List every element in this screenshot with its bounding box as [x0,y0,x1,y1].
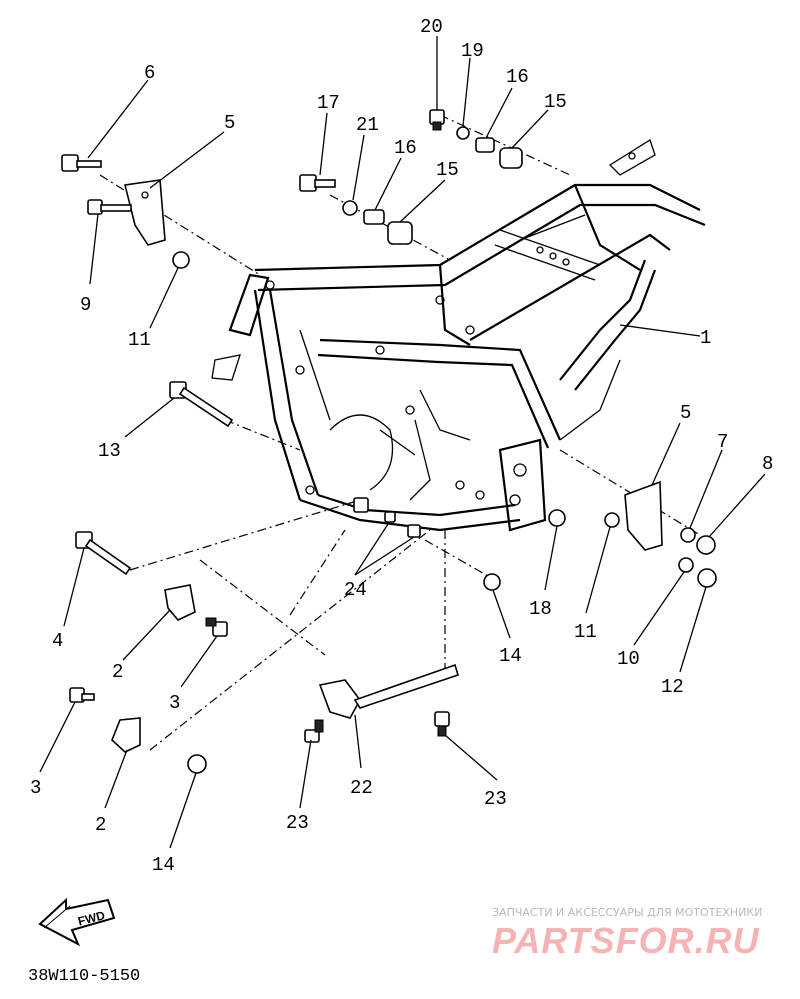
callout-13: 13 [98,440,121,462]
part-18-nut [548,509,566,527]
callout-7: 7 [717,431,728,453]
callout-14: 14 [499,645,522,667]
part-24-bolts [353,497,421,538]
callout-15-lower: 15 [436,159,459,181]
motorcycle-frame [211,139,706,532]
diagram-code: 38W110-5150 [28,967,140,986]
callout-19: 19 [461,40,484,62]
part-15-bushing-lower [387,221,413,245]
callout-9: 9 [80,294,91,316]
part-2-bracket-lower [111,717,141,753]
part-20-bolt [429,109,445,131]
part-16-collar-lower [363,209,385,225]
part-16-collar [475,137,495,153]
callout-23-left: 23 [286,812,309,834]
callout-16-lower: 16 [394,137,417,159]
callout-2-lower: 2 [95,814,106,836]
part-3-bolt [205,617,228,637]
part-14-nut-right [483,573,501,591]
fwd-arrow-icon: FWD [38,897,116,947]
part-15-bushing [499,147,523,169]
part-8-nut [696,535,716,555]
callout-14-lower: 14 [152,854,175,876]
part-3-bolt-lower [69,687,95,703]
part-13-long-bolt [169,381,234,428]
callout-24: 24 [344,579,367,601]
part-11-nut [172,251,190,269]
callout-6: 6 [144,62,155,84]
callout-17: 17 [317,92,340,114]
watermark: ЗАПЧАСТИ И АКСЕССУАРЫ ДЛЯ МОТОТЕХНИКИ PA… [492,906,762,961]
callout-18: 18 [529,598,552,620]
callout-2: 2 [112,661,123,683]
part-12-nut [697,568,717,588]
fwd-label: FWD [77,908,107,928]
part-6-bolt [61,154,102,172]
callout-8: 8 [762,453,773,475]
callout-12: 12 [661,676,684,698]
callout-labels: 20 19 16 15 17 21 16 15 6 5 9 11 1 13 5 … [30,16,773,876]
callout-22: 22 [350,777,373,799]
callout-11-right: 11 [574,621,597,643]
callout-3: 3 [169,692,180,714]
callout-16: 16 [506,66,529,88]
part-4-bolt [75,531,132,576]
callout-4: 4 [52,630,63,652]
part-11-washer [604,512,620,528]
assembly-lines [99,114,701,751]
part-19-washer [456,126,470,140]
parts [61,109,717,774]
callout-3-lower: 3 [30,777,41,799]
part-10-washer [678,557,694,573]
part-23-screw-left [304,719,324,743]
watermark-tagline: ЗАПЧАСТИ И АКСЕССУАРЫ ДЛЯ МОТОТЕХНИКИ [492,906,762,919]
part-7-washer [680,527,696,543]
callout-1: 1 [700,327,711,349]
part-22-plate [318,663,459,719]
callout-15: 15 [544,91,567,113]
part-9-bolt [87,199,132,215]
part-23-screw-right [434,711,450,737]
callout-21: 21 [356,114,379,136]
part-21-washer [342,200,358,216]
part-14-nut [187,754,207,774]
watermark-brand: PARTSFOR.RU [492,920,760,961]
callout-20: 20 [420,16,443,38]
callout-leaders [39,36,766,849]
callout-5-right: 5 [680,402,691,424]
callout-5: 5 [224,112,235,134]
callout-23-right: 23 [484,788,507,810]
part-17-bolt [299,174,336,192]
part-5-bracket [124,179,166,246]
part-5-bracket-right [624,480,663,551]
callout-11: 11 [128,329,151,351]
callout-10: 10 [617,648,640,670]
part-2-bracket [164,584,196,621]
